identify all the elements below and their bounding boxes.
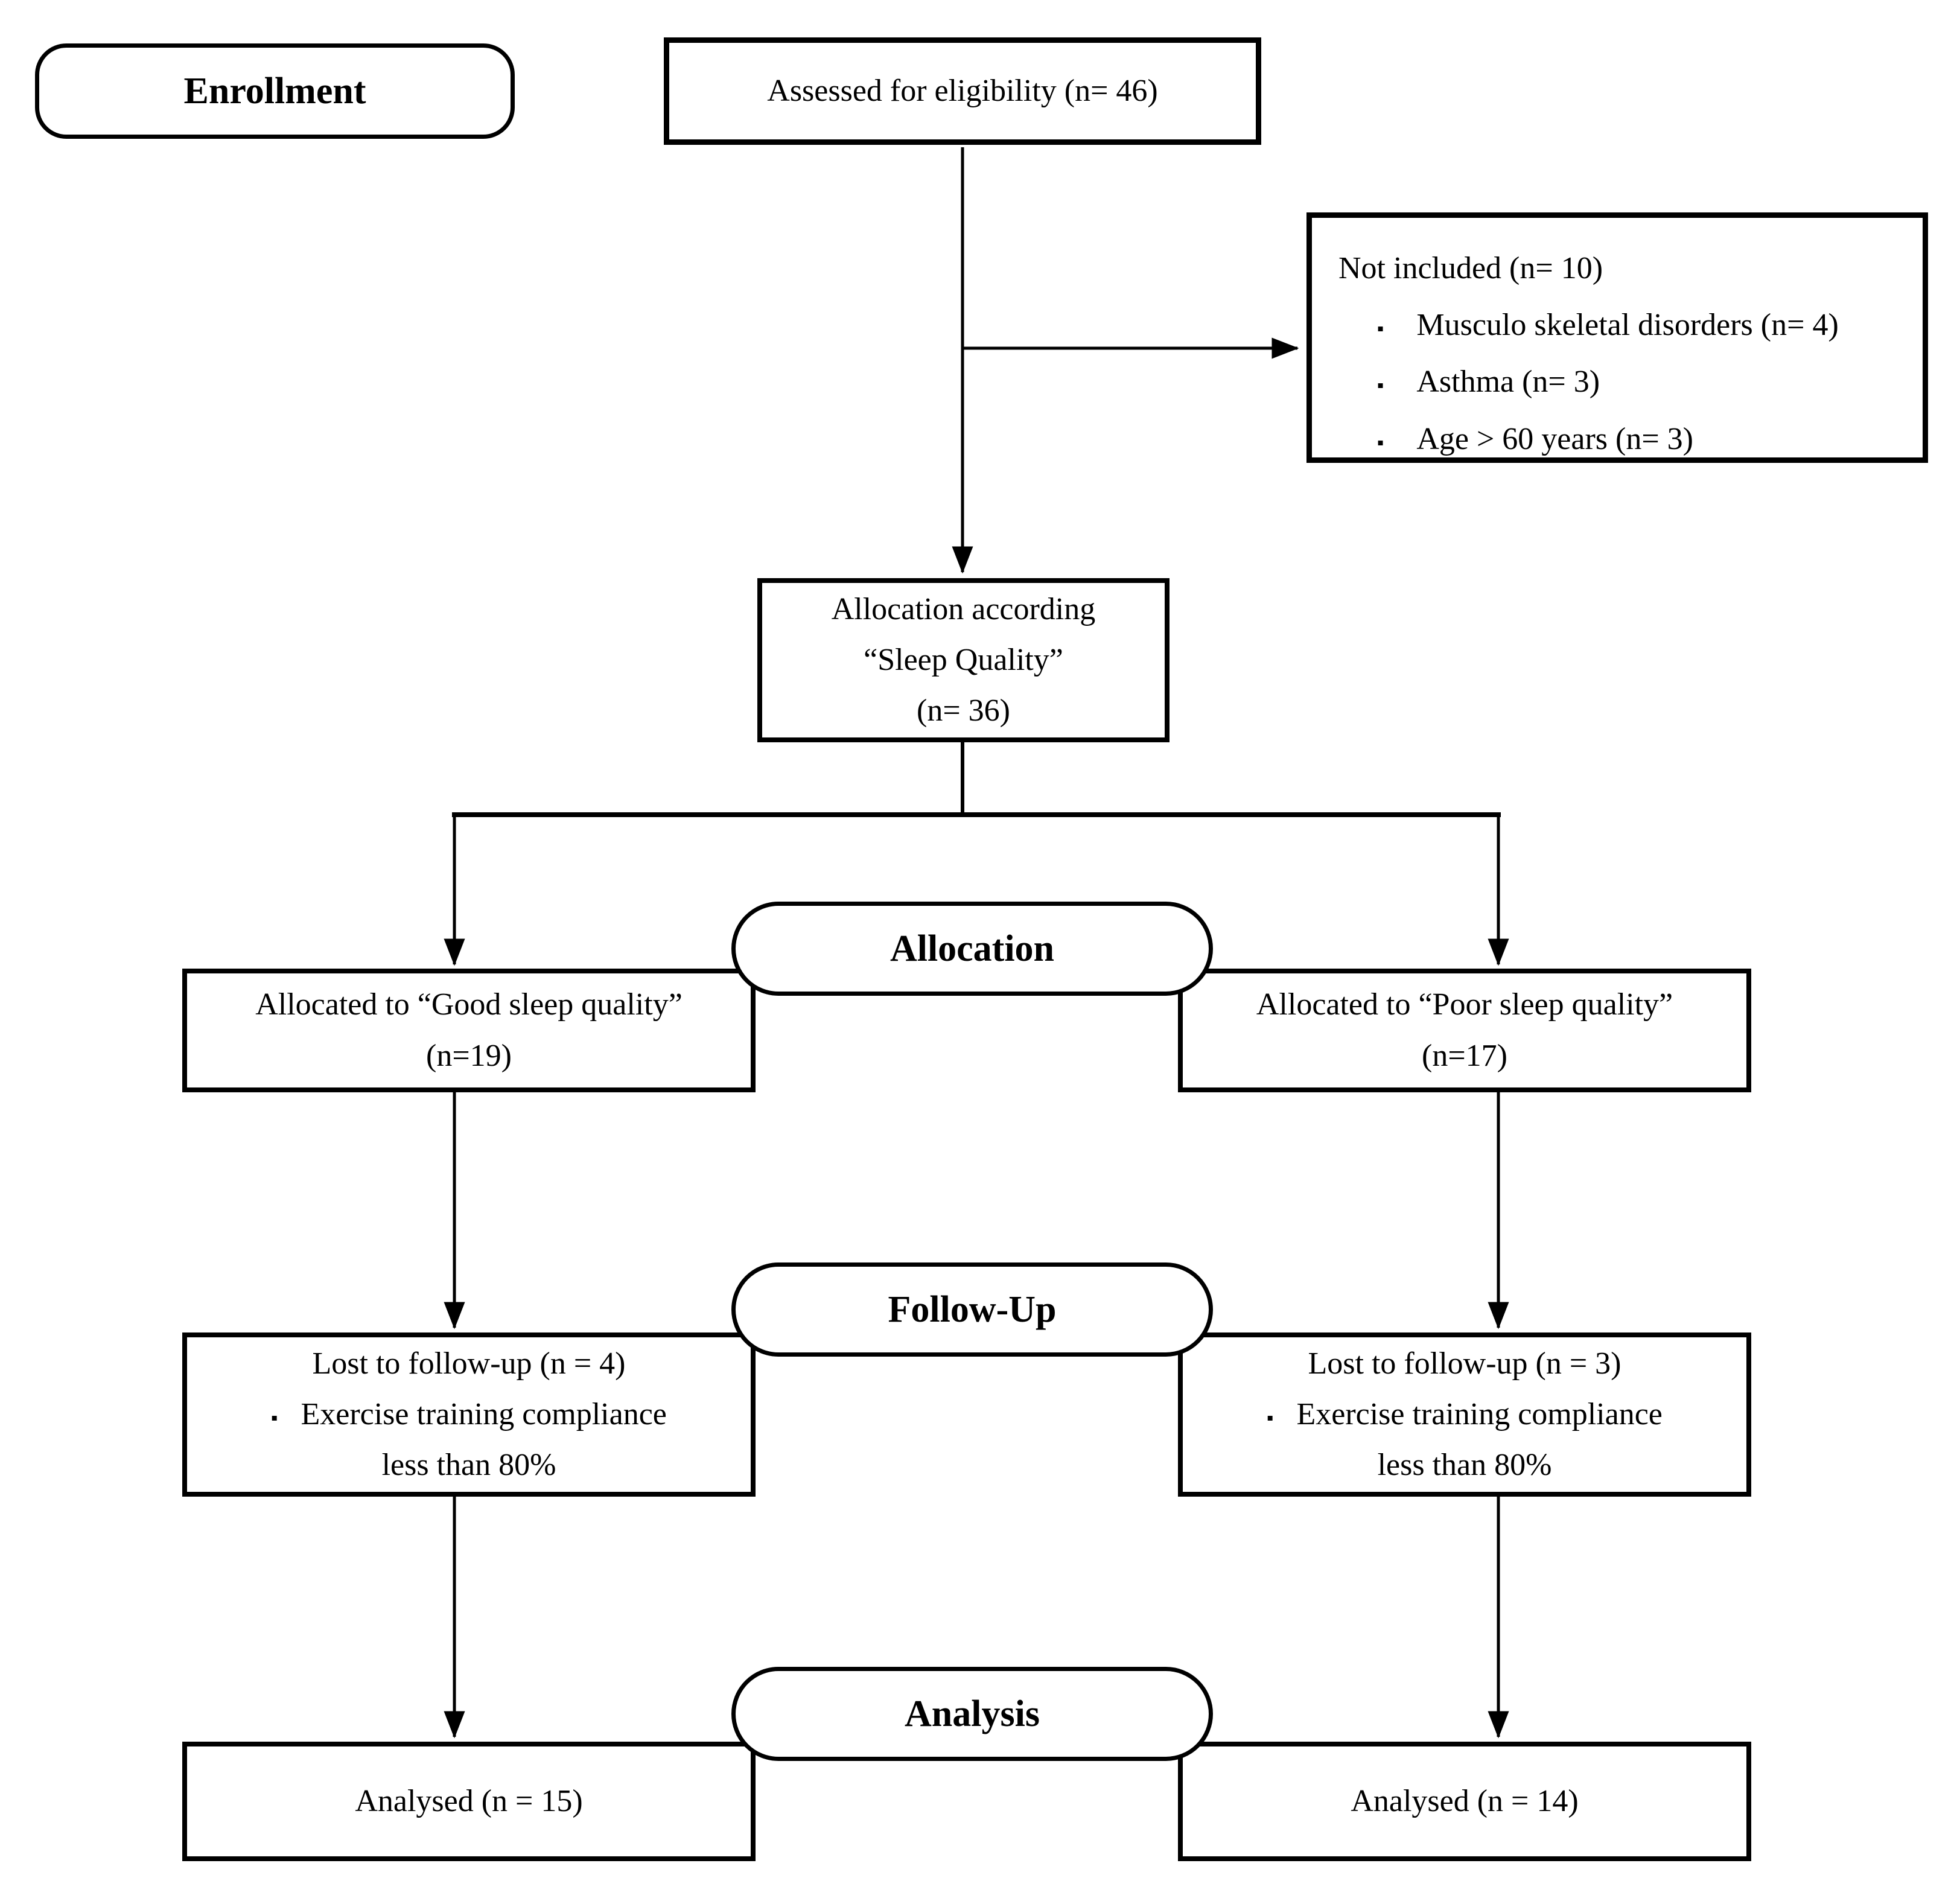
enrollment-stage-label: Enrollment — [183, 70, 366, 112]
lost-poor-box: Lost to follow-up (n = 3) ▪ Exercise tra… — [1178, 1332, 1751, 1497]
analysed-good-box: Analysed (n = 15) — [182, 1742, 756, 1861]
allocation-stage-pill: Allocation — [731, 902, 1213, 996]
analysed-good-text: Analysed (n = 15) — [355, 1783, 583, 1818]
allocated-good-box: Allocated to “Good sleep quality” (n=19) — [182, 969, 756, 1092]
lost-good-bullet-text: Exercise training compliance — [301, 1396, 667, 1431]
not-included-item: ▪ Age > 60 years (n= 3) — [1377, 414, 1693, 465]
lost-good-line3: less than 80% — [381, 1448, 556, 1483]
assessed-text: Assessed for eligibility (n= 46) — [767, 73, 1158, 108]
bullet-square-icon: ▪ — [1377, 431, 1384, 453]
bullet-square-icon: ▪ — [1377, 374, 1384, 396]
analysed-poor-text: Analysed (n = 14) — [1351, 1783, 1579, 1818]
allocated-poor-line2: (n=17) — [1422, 1038, 1507, 1073]
allocation-according-box: Allocation according “Sleep Quality” (n=… — [757, 578, 1170, 742]
allocated-poor-box: Allocated to “Poor sleep quality” (n=17) — [1178, 969, 1751, 1092]
not-included-box: Not included (n= 10) ▪ Musculo skeletal … — [1306, 212, 1928, 463]
allocation-stage-label: Allocation — [889, 928, 1055, 969]
allocation-according-line3: (n= 36) — [917, 693, 1010, 728]
bullet-square-icon: ▪ — [271, 1406, 278, 1428]
lost-poor-line3: less than 80% — [1377, 1448, 1552, 1483]
lost-poor-bullet-line: ▪ Exercise training compliance — [1267, 1389, 1663, 1440]
allocated-poor-line1: Allocated to “Poor sleep quality” — [1256, 987, 1673, 1022]
not-included-item-text: Musculo skeletal disorders (n= 4) — [1416, 308, 1839, 343]
enrollment-stage-pill: Enrollment — [35, 43, 515, 139]
lost-poor-bullet-text: Exercise training compliance — [1296, 1396, 1663, 1431]
allocation-according-line1: Allocation according — [831, 591, 1096, 626]
not-included-item: ▪ Asthma (n= 3) — [1377, 357, 1600, 407]
lost-good-bullet-line: ▪ Exercise training compliance — [271, 1389, 667, 1440]
not-included-item-text: Asthma (n= 3) — [1416, 365, 1600, 400]
allocated-good-line2: (n=19) — [426, 1038, 512, 1073]
followup-stage-label: Follow-Up — [888, 1288, 1057, 1330]
not-included-title: Not included (n= 10) — [1338, 251, 1603, 285]
lost-good-line1: Lost to follow-up (n = 4) — [312, 1346, 626, 1381]
not-included-item-text: Age > 60 years (n= 3) — [1416, 421, 1693, 456]
lost-poor-line1: Lost to follow-up (n = 3) — [1308, 1346, 1621, 1381]
followup-stage-pill: Follow-Up — [731, 1262, 1213, 1357]
analysed-poor-box: Analysed (n = 14) — [1178, 1742, 1751, 1861]
assessed-box: Assessed for eligibility (n= 46) — [664, 37, 1261, 145]
bullet-square-icon: ▪ — [1377, 317, 1384, 340]
allocation-according-line2: “Sleep Quality” — [864, 642, 1063, 677]
analysis-stage-label: Analysis — [905, 1693, 1040, 1734]
bullet-square-icon: ▪ — [1267, 1406, 1274, 1428]
allocated-good-line1: Allocated to “Good sleep quality” — [255, 987, 683, 1022]
not-included-item: ▪ Musculo skeletal disorders (n= 4) — [1377, 300, 1839, 351]
lost-good-box: Lost to follow-up (n = 4) ▪ Exercise tra… — [182, 1332, 756, 1497]
analysis-stage-pill: Analysis — [731, 1667, 1213, 1761]
